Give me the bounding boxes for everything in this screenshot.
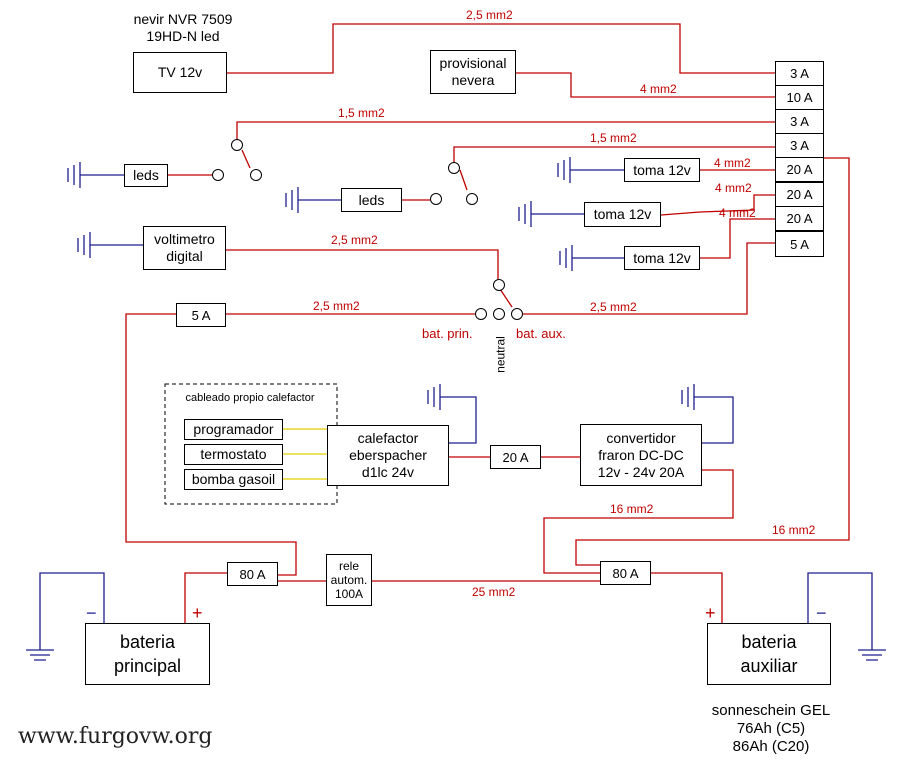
fuse-80a-right: 80 A xyxy=(600,561,651,585)
wire-leds-1-switch xyxy=(236,121,776,145)
switch-lever-2 xyxy=(459,169,468,191)
selector-contact-prin xyxy=(475,308,487,320)
wire-aux-feed xyxy=(575,157,850,566)
bat-auxiliar-minus: − xyxy=(816,603,827,623)
wire-aux-pos xyxy=(651,572,723,623)
fuse-block-slot-4: 3 A xyxy=(775,133,824,158)
toma-box-1: toma 12v xyxy=(624,158,700,182)
switch-2-contact-a xyxy=(430,193,442,205)
ground-leds-2 xyxy=(285,187,341,213)
tv-model-label: nevir NVR 7509 19HD-N led xyxy=(133,11,233,44)
wire-label-toma2: 4 mm2 xyxy=(715,181,752,195)
programador-box: programador xyxy=(184,419,283,440)
calefactor-group-title: cableado propio calefactor xyxy=(185,392,315,404)
bat-principal-minus: − xyxy=(86,603,97,623)
switch-1-contact-a xyxy=(212,169,224,181)
ground-calefactor xyxy=(427,384,477,444)
wire-conv-out xyxy=(543,469,734,574)
bateria-auxiliar-box: bateria auxiliar xyxy=(707,623,831,685)
tv-box: TV 12v xyxy=(133,52,227,93)
ground-toma-1 xyxy=(557,157,624,183)
switch-2-contact-b xyxy=(448,162,460,174)
ground-toma-3 xyxy=(559,245,624,271)
selector-lever xyxy=(499,288,513,308)
bateria-principal-box: bateria principal xyxy=(85,623,210,685)
bat-principal-plus: + xyxy=(192,603,203,623)
wire-voltimetro xyxy=(226,249,499,284)
fuse-block-slot-7: 20 A xyxy=(775,206,824,231)
selector-contact-neutral xyxy=(493,308,505,320)
wire-prin-pos xyxy=(184,572,227,623)
rele-box: rele autom. 100A xyxy=(326,554,372,606)
calefactor-box: calefactor eberspacher d1lc 24v xyxy=(327,425,449,486)
wire-nevera xyxy=(516,72,776,98)
wire-label-volt: 2,5 mm2 xyxy=(331,233,378,247)
fuse-block-slot-3: 3 A xyxy=(775,109,824,134)
bomba-gasoil-box: bomba gasoil xyxy=(184,469,283,490)
fuse-block-slot-6: 20 A xyxy=(775,182,824,207)
wire-label-leds1: 1,5 mm2 xyxy=(338,106,385,120)
switch-lever-1 xyxy=(241,149,251,169)
leds-box-2: leds xyxy=(341,188,402,212)
selector-bat-aux-label: bat. aux. xyxy=(516,326,566,341)
ground-leds-1 xyxy=(67,162,124,188)
switch-1-contact-c xyxy=(250,169,262,181)
wire-leds-2-switch xyxy=(453,146,776,163)
wire-label-leds2: 1,5 mm2 xyxy=(590,131,637,145)
ground-toma-2 xyxy=(518,201,584,227)
wire-label-prin: 2,5 mm2 xyxy=(313,299,360,313)
battery-spec: sonneschein GEL 76Ah (C5) 86Ah (C20) xyxy=(711,702,831,755)
fuse-block-slot-5: 20 A xyxy=(775,157,824,182)
fuse-block: 3 A 10 A 3 A 3 A 20 A 20 A 20 A 5 A xyxy=(775,61,824,257)
toma-box-2: toma 12v xyxy=(584,202,661,227)
nevera-box: provisional nevera xyxy=(430,50,516,94)
wire-label-aux: 2,5 mm2 xyxy=(590,300,637,314)
wire-aux xyxy=(517,242,776,315)
selector-neutral-label: neutral xyxy=(493,336,508,373)
wire-toma-2 xyxy=(660,194,776,216)
fuse-20a: 20 A xyxy=(490,445,541,469)
fuse-5a: 5 A xyxy=(176,303,226,327)
ground-voltimetro xyxy=(77,232,143,258)
wire-label-main: 25 mm2 xyxy=(472,585,516,599)
switch-1-contact-b xyxy=(231,139,243,151)
ground-convertidor xyxy=(681,384,734,444)
fuse-block-slot-8: 5 A xyxy=(775,231,824,257)
wire-label-toma1: 4 mm2 xyxy=(714,156,751,170)
fuse-80a-left: 80 A xyxy=(227,562,278,586)
wire-label-tv: 2,5 mm2 xyxy=(466,8,513,22)
wire-toma-3 xyxy=(700,218,776,259)
fuse-block-slot-2: 10 A xyxy=(775,85,824,110)
fuse-block-slot-1: 3 A xyxy=(775,61,824,86)
wire-label-conv-out: 16 mm2 xyxy=(610,502,654,516)
watermark: www.furgovw.org xyxy=(18,724,213,749)
bat-auxiliar-plus: + xyxy=(705,603,716,623)
ground-bat-principal xyxy=(26,572,105,661)
wire-label-nevera: 4 mm2 xyxy=(640,82,677,96)
leds-box-1: leds xyxy=(124,164,168,187)
wire-label-aux-feed: 16 mm2 xyxy=(772,523,816,537)
selector-bat-prin-label: bat. prin. xyxy=(422,326,473,341)
selector-contact-common xyxy=(493,279,505,291)
ground-bat-auxiliar xyxy=(807,572,886,661)
voltimetro-box: voltimetro digital xyxy=(143,226,226,270)
wire-prin-down xyxy=(125,313,297,576)
switch-2-contact-c xyxy=(466,193,478,205)
termostato-box: termostato xyxy=(184,444,283,465)
wire-label-toma3: 4 mm2 xyxy=(719,206,756,220)
wire-tv xyxy=(227,23,776,74)
convertidor-box: convertidor fraron DC-DC 12v - 24v 20A xyxy=(580,424,702,486)
toma-box-3: toma 12v xyxy=(624,246,700,270)
selector-contact-aux xyxy=(511,308,523,320)
